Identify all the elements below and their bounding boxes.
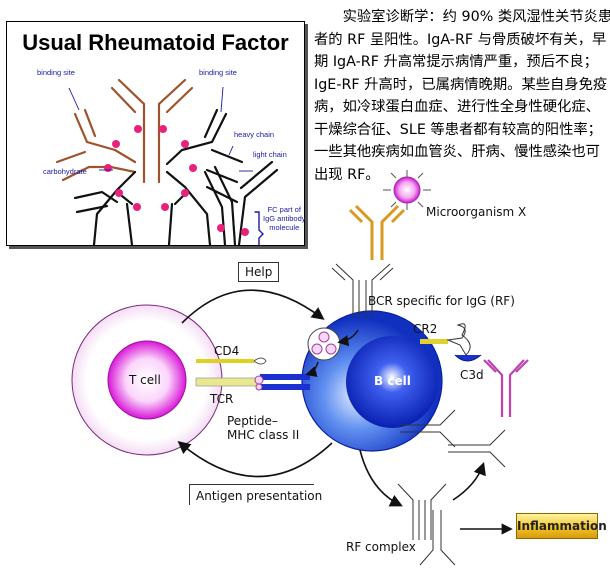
rf-figure-title: Usual Rheumatoid Factor [22,30,289,55]
label-microorganism-x: Microorganism X [426,205,527,219]
label-rf-complex: RF complex [346,540,416,554]
label-carbohydrate: carbohydrate [43,167,87,176]
label-bcr: BCR specific for IgG (RF) [368,294,515,308]
label-b-cell: B cell [374,374,411,388]
diagnosis-paragraph: 实验室诊断学：约 90% 类风湿性关节炎患 者的 RF 呈阳性。IgA-RF 与… [314,6,610,186]
rf-recycle-arrow [452,461,486,501]
label-cd4: CD4 [214,344,240,358]
label-fc-line-1: FC part of [267,205,301,214]
endosome [307,327,341,361]
bcr-antibody [331,263,394,318]
rf-figure-box: Usual Rheumatoid Factor [6,21,306,246]
rf-antibodies-right [400,409,506,468]
paragraph-line: 干燥综合征、SLE 等患者都有较高的阳性率； [314,121,602,138]
internalize-arrow [337,329,359,347]
label-fc-part: FC part of IgG antibody molecule [263,205,306,232]
inflammation-box: Inflammation [516,513,607,539]
label-t-cell: T cell [129,373,161,387]
cd4-tcr-complex [195,357,310,391]
label-peptide-mhc: Peptide– MHC class II [227,414,299,442]
label-fc-line-3: molecule [269,223,300,232]
igg-antibody-gold [348,204,406,260]
igg-antibody-pink [483,359,529,417]
label-heavy-chain: heavy chain [234,130,275,139]
label-peptide-line-1: Peptide– [227,414,278,428]
fc-bracket [254,211,264,245]
label-binding-site-left: binding site [37,68,75,77]
label-binding-site-right: binding site [199,68,237,77]
paragraph-line: 出现 RF。 [314,166,380,183]
label-light-chain: light chain [253,150,287,159]
antigen-presentation-arrow [177,440,333,478]
paragraph-line: 期 IgA-RF 升高常提示病情严重，预后不良； [314,54,598,70]
antibody-brown-top [110,78,194,184]
present-arrow [305,361,319,378]
antigen-presentation-box: Antigen presentation [189,484,322,505]
paragraph-line: 病，如冷球蛋白血症、进行性全身性硬化症、 [314,99,600,115]
rf-antibody-drawing [55,78,279,245]
label-c3d: C3d [460,368,484,382]
antibody-black [73,108,279,245]
carbohydrate-dots [104,125,249,236]
rf-complex-arrow [359,449,403,507]
label-leaders [68,86,253,172]
paragraph-line: 实验室诊断学：约 90% 类风湿性关节炎患 [314,9,610,25]
antibody-brown-left [55,108,137,182]
label-tcr: TCR [210,392,234,406]
paragraph-line: IgE-RF 升高时，已属病情晚期。某些自身免疫 [314,76,608,93]
help-box: Help [238,262,280,282]
label-cr2: CR2 [413,322,438,336]
label-fc-line-2: IgG antibody [263,214,306,223]
paragraph-line: 一些其他疾病如血管炎、肝病、慢性感染也可 [314,144,600,160]
help-arrow [181,289,325,324]
label-peptide-line-2: MHC class II [227,428,300,442]
paragraph-line: 者的 RF 呈阳性。IgA-RF 与骨质破坏有关，早 [314,31,607,48]
